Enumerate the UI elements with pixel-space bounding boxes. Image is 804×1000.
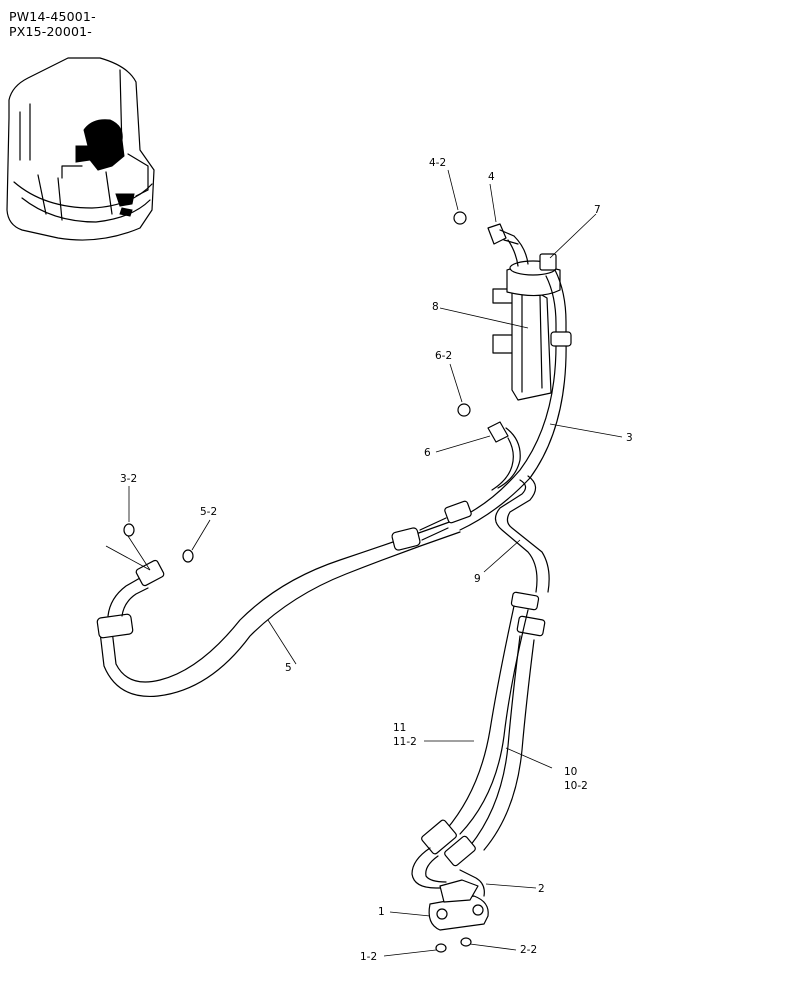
fitting-4 (453, 211, 519, 245)
label-2: 2 (538, 883, 545, 895)
hose-5 (96, 500, 472, 698)
label-10-2: 10-2 (564, 780, 588, 792)
receiver-dryer (492, 235, 567, 401)
serial-range-line-2: PX15-20001- (9, 24, 92, 39)
machine-cab-locator-icon (6, 57, 155, 241)
hoses-10-11 (411, 591, 546, 889)
label-5: 5 (285, 662, 292, 674)
label-4: 4 (488, 171, 495, 183)
part-labels: 4-2 4 7 8 6-2 3 6 3-2 5-2 9 5 11 11-2 10… (120, 157, 633, 963)
leader-lines (128, 169, 623, 957)
label-6-2: 6-2 (435, 350, 452, 362)
label-1-2: 1-2 (360, 951, 377, 963)
label-3: 3 (626, 432, 633, 444)
label-6: 6 (424, 447, 431, 459)
label-7: 7 (594, 204, 601, 216)
label-11: 11 (393, 722, 406, 734)
serial-range-line-1: PW14-45001- (9, 9, 96, 24)
label-8: 8 (432, 301, 439, 313)
label-10: 10 (564, 766, 577, 778)
label-1: 1 (378, 906, 385, 918)
label-3-2: 3-2 (120, 473, 137, 485)
label-4-2: 4-2 (429, 157, 446, 169)
label-5-2: 5-2 (200, 506, 217, 518)
compressor-manifold (428, 869, 489, 953)
hose-3 (454, 331, 572, 531)
pipe-9 (457, 403, 550, 593)
label-2-2: 2-2 (520, 944, 537, 956)
o-rings-left (105, 523, 194, 571)
label-9: 9 (474, 573, 481, 585)
label-11-2: 11-2 (393, 736, 417, 748)
